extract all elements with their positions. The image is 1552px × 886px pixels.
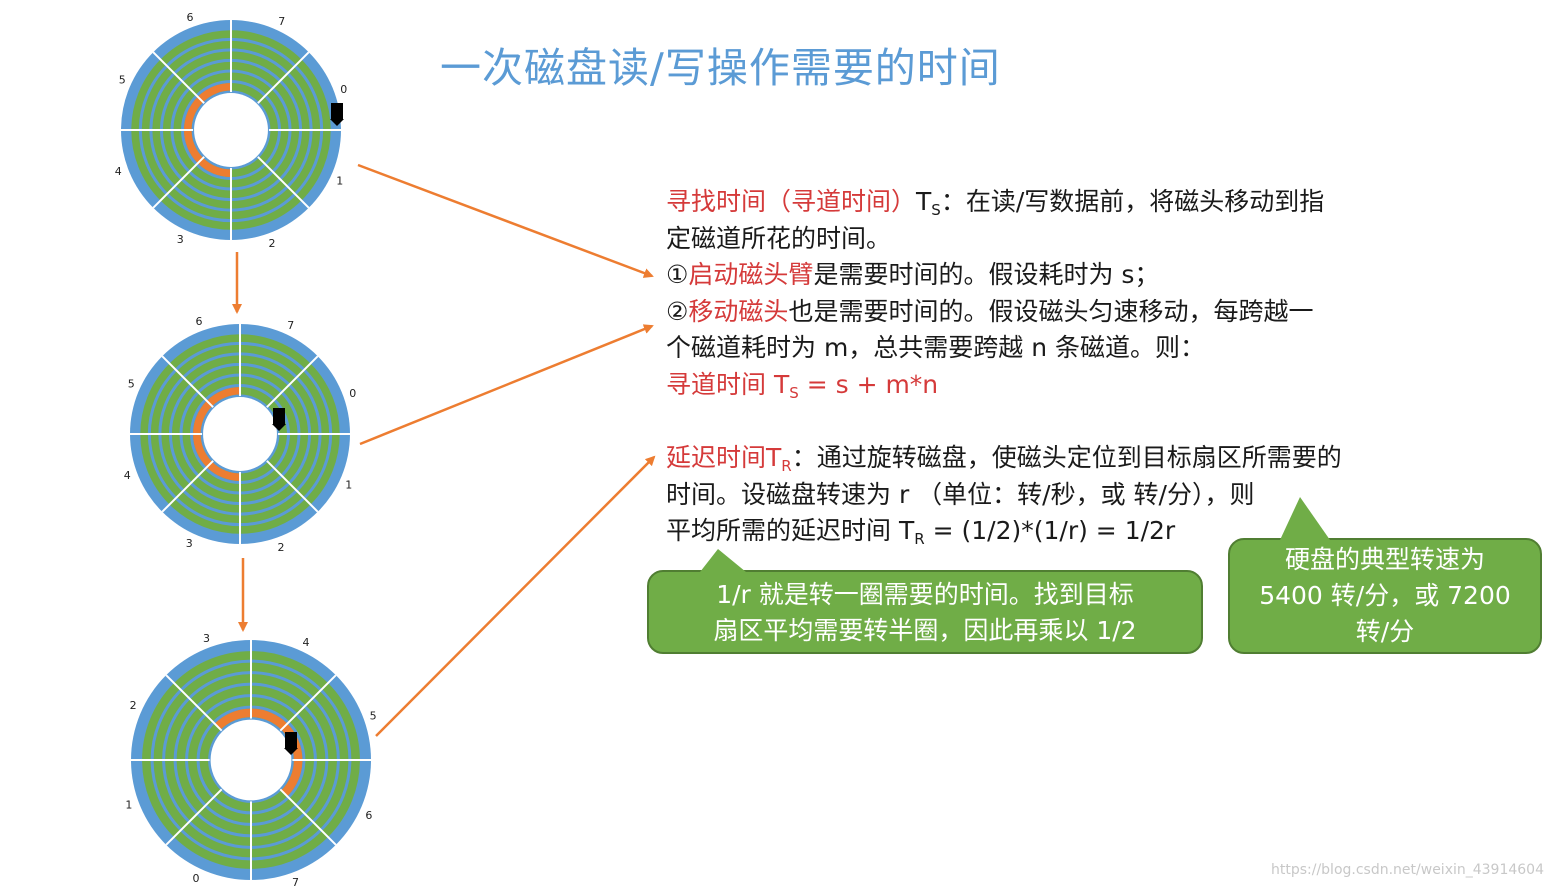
sector-label: 1 <box>345 479 352 492</box>
arrow-to-seek-start <box>357 163 654 278</box>
watermark: https://blog.csdn.net/weixin_43914604 <box>1270 862 1544 878</box>
sector-divider <box>266 460 319 513</box>
item-1-prefix: ① <box>666 260 689 289</box>
seek-symbol-sub: S <box>931 201 941 219</box>
sector-divider <box>161 460 214 513</box>
disk-head <box>330 103 344 126</box>
disk-hub <box>210 719 292 801</box>
sector-label: 7 <box>287 319 294 332</box>
sector-label: 2 <box>269 237 276 250</box>
sector-label: 3 <box>203 632 210 645</box>
callout-typical-speed-line-3: 转/分 <box>1355 617 1415 646</box>
sector-divider <box>152 51 205 104</box>
delay-line-3-text: 平均所需的延迟时间 T <box>666 516 915 545</box>
disk-initial: 0 1 2 3 4 5 6 7 <box>115 11 348 250</box>
sector-divider <box>266 355 319 408</box>
sector-divider <box>257 51 310 104</box>
disk-hub <box>194 93 268 167</box>
seek-item-2: ②移动磁头也是需要时间的。假设磁头匀速移动，每跨越一 <box>666 294 1324 331</box>
seek-time-section: 寻找时间（寻道时间）TS：在读/写数据前，将磁头移动到指 定磁道所花的时间。 ①… <box>666 184 1324 403</box>
delay-label-sub: R <box>781 457 792 475</box>
sector-divider <box>279 788 337 846</box>
seek-formula-text: = s + m*n <box>798 369 939 399</box>
delay-time-section: 延迟时间TR：通过旋转磁盘，使磁头定位到目标扇区所需要的 时间。设磁盘转速为 r… <box>666 440 1342 550</box>
sector-label: 6 <box>195 315 202 328</box>
seek-item-1: ①启动磁头臂是需要时间的。假设耗时为 s； <box>666 257 1324 294</box>
sector-label: 6 <box>365 809 372 822</box>
callout-half-rotation-line-2: 扇区平均需要转半圈，因此再乘以 1/2 <box>713 616 1137 645</box>
item-2-prefix: ② <box>666 296 689 326</box>
callout-half-rotation: 1/r 就是转一圈需要的时间。找到目标 扇区平均需要转半圈，因此再乘以 1/2 <box>647 570 1203 654</box>
sector-label: 5 <box>128 377 135 390</box>
head-body <box>285 732 297 748</box>
seek-line-2: 定磁道所花的时间。 <box>666 223 892 253</box>
delay-line-3: 平均所需的延迟时间 TR = (1/2)*(1/r) = 1/2r <box>666 513 1342 550</box>
callout-typical-speed: 硬盘的典型转速为 5400 转/分，或 7200 转/分 <box>1228 538 1542 654</box>
seek-line-1-text: ：在读/写数据前，将磁头移动到指 <box>940 187 1325 216</box>
head-tip <box>272 424 286 431</box>
arrow-to-seek-move <box>359 324 654 446</box>
sector-divider <box>257 156 310 209</box>
item-1-text: 是需要时间的。假设耗时为 s； <box>813 260 1160 289</box>
sector-label: 2 <box>130 699 137 712</box>
disk-rotated: 0 1 2 3 4 5 6 7 <box>125 632 376 886</box>
seek-formula: 寻道时间 TS = s + m*n <box>666 367 1324 404</box>
sector-divider <box>279 674 337 732</box>
head-body <box>273 408 285 424</box>
sector-label: 4 <box>124 469 131 482</box>
sector-label: 4 <box>302 636 309 649</box>
sector-label: 0 <box>349 387 356 400</box>
sector-divider <box>152 156 205 209</box>
page-title: 一次磁盘读/写操作需要的时间 <box>440 44 1001 92</box>
item-1-highlight: 启动磁头臂 <box>688 260 814 289</box>
disk-hub <box>203 397 277 471</box>
head-tip <box>284 748 298 755</box>
delay-time-label: 延迟时间T <box>666 443 782 472</box>
seek-symbol: T <box>916 187 932 216</box>
delay-line-3-sub: R <box>914 530 925 548</box>
disk-head <box>272 408 286 431</box>
sector-label: 0 <box>340 83 347 96</box>
sector-label: 4 <box>115 165 122 178</box>
head-tip <box>330 119 344 126</box>
sector-divider <box>165 674 223 732</box>
seek-line-1: 寻找时间（寻道时间）TS：在读/写数据前，将磁头移动到指 <box>666 184 1324 221</box>
seek-formula-label: 寻道时间 T <box>666 369 790 399</box>
delay-line-2: 时间。设磁盘转速为 r （单位：转/秒，或 转/分），则 <box>666 479 1255 509</box>
sector-label: 0 <box>193 872 200 885</box>
sector-divider <box>165 788 223 846</box>
sector-label: 1 <box>336 175 343 188</box>
seek-formula-sub: S <box>789 383 799 402</box>
sector-divider <box>161 355 214 408</box>
sector-label: 3 <box>186 537 193 550</box>
item-2-text: 也是需要时间的。假设磁头匀速移动，每跨越一 <box>788 296 1314 326</box>
sector-label: 5 <box>370 710 377 723</box>
sector-label: 6 <box>186 11 193 24</box>
sector-label: 2 <box>278 541 285 554</box>
sector-label: 5 <box>119 73 126 86</box>
disk-head <box>284 732 298 755</box>
sector-label: 1 <box>125 798 132 811</box>
arrow-to-delay <box>375 455 656 737</box>
sector-label: 7 <box>278 15 285 28</box>
item-2-highlight: 移动磁头 <box>688 296 789 326</box>
callout-half-rotation-line-1: 1/r 就是转一圈需要的时间。找到目标 <box>716 580 1134 609</box>
delay-line-1: 延迟时间TR：通过旋转磁盘，使磁头定位到目标扇区所需要的 <box>666 440 1342 477</box>
callout-typical-speed-line-2: 5400 转/分，或 7200 <box>1259 581 1511 610</box>
seek-time-label: 寻找时间（寻道时间） <box>666 187 917 216</box>
delay-formula: = (1/2)*(1/r) = 1/2r <box>924 516 1176 545</box>
delay-line-1-text: ：通过旋转磁盘，使磁头定位到目标扇区所需要的 <box>791 443 1342 472</box>
callout-typical-speed-line-1: 硬盘的典型转速为 <box>1284 545 1485 574</box>
disk-seek: 0 1 2 3 4 5 6 7 <box>124 315 357 554</box>
sector-label: 7 <box>292 876 299 886</box>
seek-line-5: 个磁道耗时为 m，总共需要跨越 n 条磁道。则： <box>666 333 1206 362</box>
head-body <box>331 103 343 119</box>
sector-label: 3 <box>177 233 184 246</box>
